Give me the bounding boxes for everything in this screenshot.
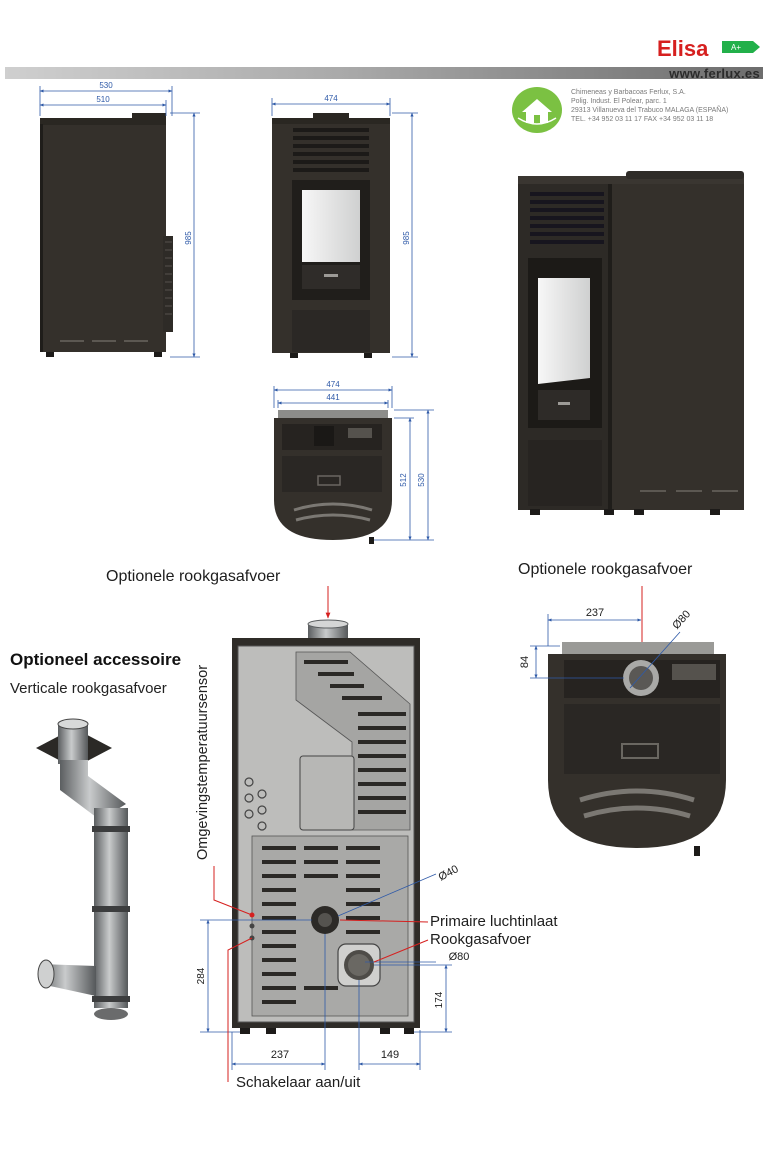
dim-top-width-inner: 441 <box>326 393 340 402</box>
energy-class-text: A+ <box>731 43 741 52</box>
dim-rear-height: 284 <box>196 967 207 984</box>
dim-top-flue-depth: 84 <box>519 656 531 668</box>
dim-side-width-inner: 510 <box>96 95 110 104</box>
dim-top-width-outer: 474 <box>326 380 340 389</box>
website-url: www.ferlux.es <box>669 66 760 81</box>
dim-rear-offset-right: 149 <box>381 1049 399 1061</box>
dim-side-width-outer: 530 <box>99 81 113 90</box>
side-body <box>40 124 166 352</box>
accessory-vertical-flue <box>36 718 130 1020</box>
dim-side-height: 985 <box>184 231 193 245</box>
perspective-view <box>518 171 744 515</box>
accessory-title: Optioneel accessoire <box>10 650 182 669</box>
side-view: 530 510 985 <box>39 81 200 358</box>
dim-front-height: 985 <box>402 231 411 245</box>
company-logo-icon <box>512 87 562 133</box>
accessory-subtitle: Verticale rookgasafvoer <box>10 680 167 697</box>
dim-rear-air-diameter: Ø40 <box>437 863 461 883</box>
dim-top-flue-diameter: Ø80 <box>670 608 693 631</box>
label-ambient-sensor: Omgevingstemperatuursensor <box>195 664 211 860</box>
dim-top-depth-outer: 530 <box>417 473 426 487</box>
label-flue-outlet: Rookgasafvoer <box>430 931 531 948</box>
label-switch: Schakelaar aan/uit <box>236 1074 361 1091</box>
perspective-side <box>608 184 744 510</box>
dim-rear-height-flue: 174 <box>434 991 445 1008</box>
dim-rear-offset-left: 237 <box>271 1049 289 1061</box>
label-optional-flue-rear: Optionele rookgasafvoer <box>106 568 281 585</box>
header-bar <box>5 67 763 79</box>
company-phone: TEL. +34 952 03 11 17 FAX +34 952 03 11 … <box>571 116 714 123</box>
top-view-large: 237 84 Ø80 <box>519 607 726 856</box>
dim-rear-flue-diameter: Ø80 <box>449 951 470 963</box>
front-view: 474 985 <box>271 94 418 358</box>
rear-optional-flue-pipe <box>308 624 348 640</box>
company-address: Chimeneas y Barbacoas Ferlux, S.A. Polig… <box>571 88 728 124</box>
company-street: Polig. Indust. El Polear, parc. 1 <box>571 98 667 105</box>
company-city: 29313 Villanueva del Trabuco MALAGA (ESP… <box>571 107 729 114</box>
label-optional-flue-top: Optionele rookgasafvoer <box>518 561 693 578</box>
dim-top-flue-offset: 237 <box>586 607 604 619</box>
company-name: Chimeneas y Barbacoas Ferlux, S.A. <box>571 89 686 96</box>
dim-top-depth-inner: 512 <box>399 473 408 487</box>
front-glass <box>302 190 360 262</box>
label-primary-air-inlet: Primaire luchtinlaat <box>430 913 558 930</box>
dim-front-width: 474 <box>324 94 338 103</box>
top-view: 474 441 512 530 <box>273 380 434 544</box>
model-name: Elisa <box>657 36 709 61</box>
perspective-glass <box>538 278 590 384</box>
rear-view: 237 149 284 174 Ø40 Ø80 <box>196 586 643 1082</box>
energy-class-badge: A+ <box>722 41 760 53</box>
